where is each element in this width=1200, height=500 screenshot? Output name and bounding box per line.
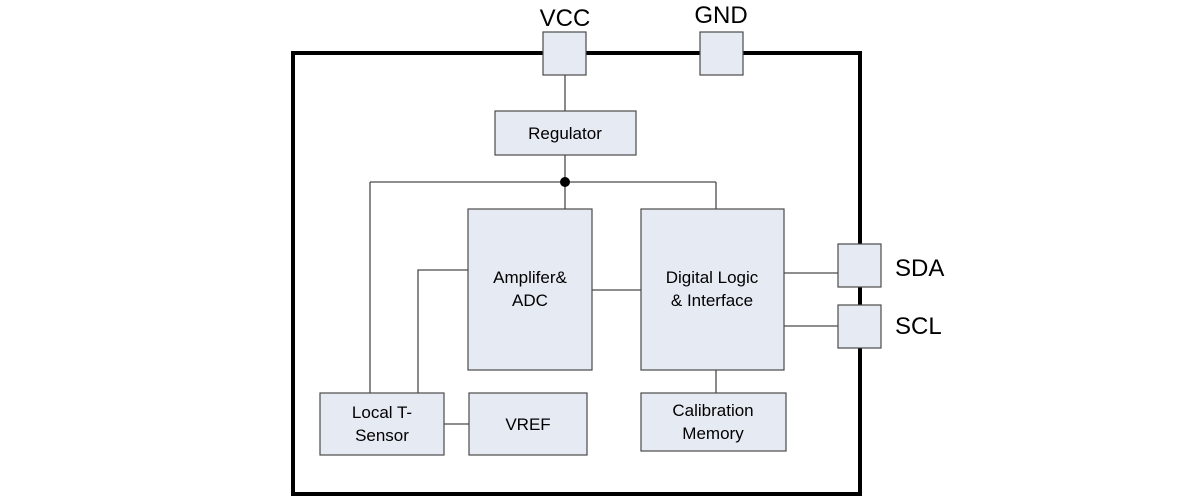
local-sensor-label-line2: Sensor bbox=[355, 426, 409, 445]
pin-scl-pad bbox=[837, 304, 882, 349]
vref-block: VREF bbox=[468, 392, 588, 456]
digital-logic-label-line1: Digital Logic bbox=[666, 268, 759, 287]
local-sensor-label-line1: Local T- bbox=[352, 403, 412, 422]
pin-sda-pad bbox=[837, 243, 882, 288]
pin-scl-label: SCL bbox=[895, 313, 942, 340]
pin-sda-label: SDA bbox=[895, 255, 944, 282]
local-sensor-block: Local T- Sensor bbox=[319, 392, 445, 456]
wire-sensor-adc bbox=[417, 269, 468, 393]
pin-vcc: VCC bbox=[540, 5, 591, 76]
amplifier-adc-label-line2: ADC bbox=[512, 291, 548, 310]
local-sensor-box bbox=[319, 392, 445, 456]
pin-scl: SCL bbox=[837, 304, 942, 349]
wires bbox=[369, 75, 838, 425]
calibration-memory-label-line2: Memory bbox=[682, 424, 744, 443]
pin-vcc-label: VCC bbox=[540, 5, 591, 32]
digital-logic-label-line2: & Interface bbox=[671, 291, 753, 310]
pin-gnd-label: GND bbox=[694, 2, 747, 29]
amplifier-adc-block: Amplifer& ADC bbox=[467, 208, 593, 371]
amplifier-adc-box bbox=[467, 208, 593, 371]
pin-sda: SDA bbox=[837, 243, 944, 288]
calibration-memory-label-line1: Calibration bbox=[672, 401, 753, 420]
vref-box bbox=[468, 392, 588, 456]
vref-label: VREF bbox=[505, 415, 550, 434]
pin-gnd: GND bbox=[694, 2, 748, 76]
digital-logic-box bbox=[640, 208, 785, 371]
pin-vcc-pad bbox=[542, 31, 587, 76]
regulator-block: Regulator bbox=[494, 110, 637, 156]
regulator-label: Regulator bbox=[528, 124, 602, 143]
pin-gnd-pad bbox=[699, 31, 744, 76]
junction-dot bbox=[560, 177, 570, 187]
digital-logic-block: Digital Logic & Interface bbox=[640, 208, 785, 371]
calibration-memory-block: Calibration Memory bbox=[640, 392, 787, 452]
calibration-memory-box bbox=[640, 392, 787, 452]
regulator-box bbox=[494, 110, 637, 156]
amplifier-adc-label-line1: Amplifer& bbox=[493, 268, 567, 287]
